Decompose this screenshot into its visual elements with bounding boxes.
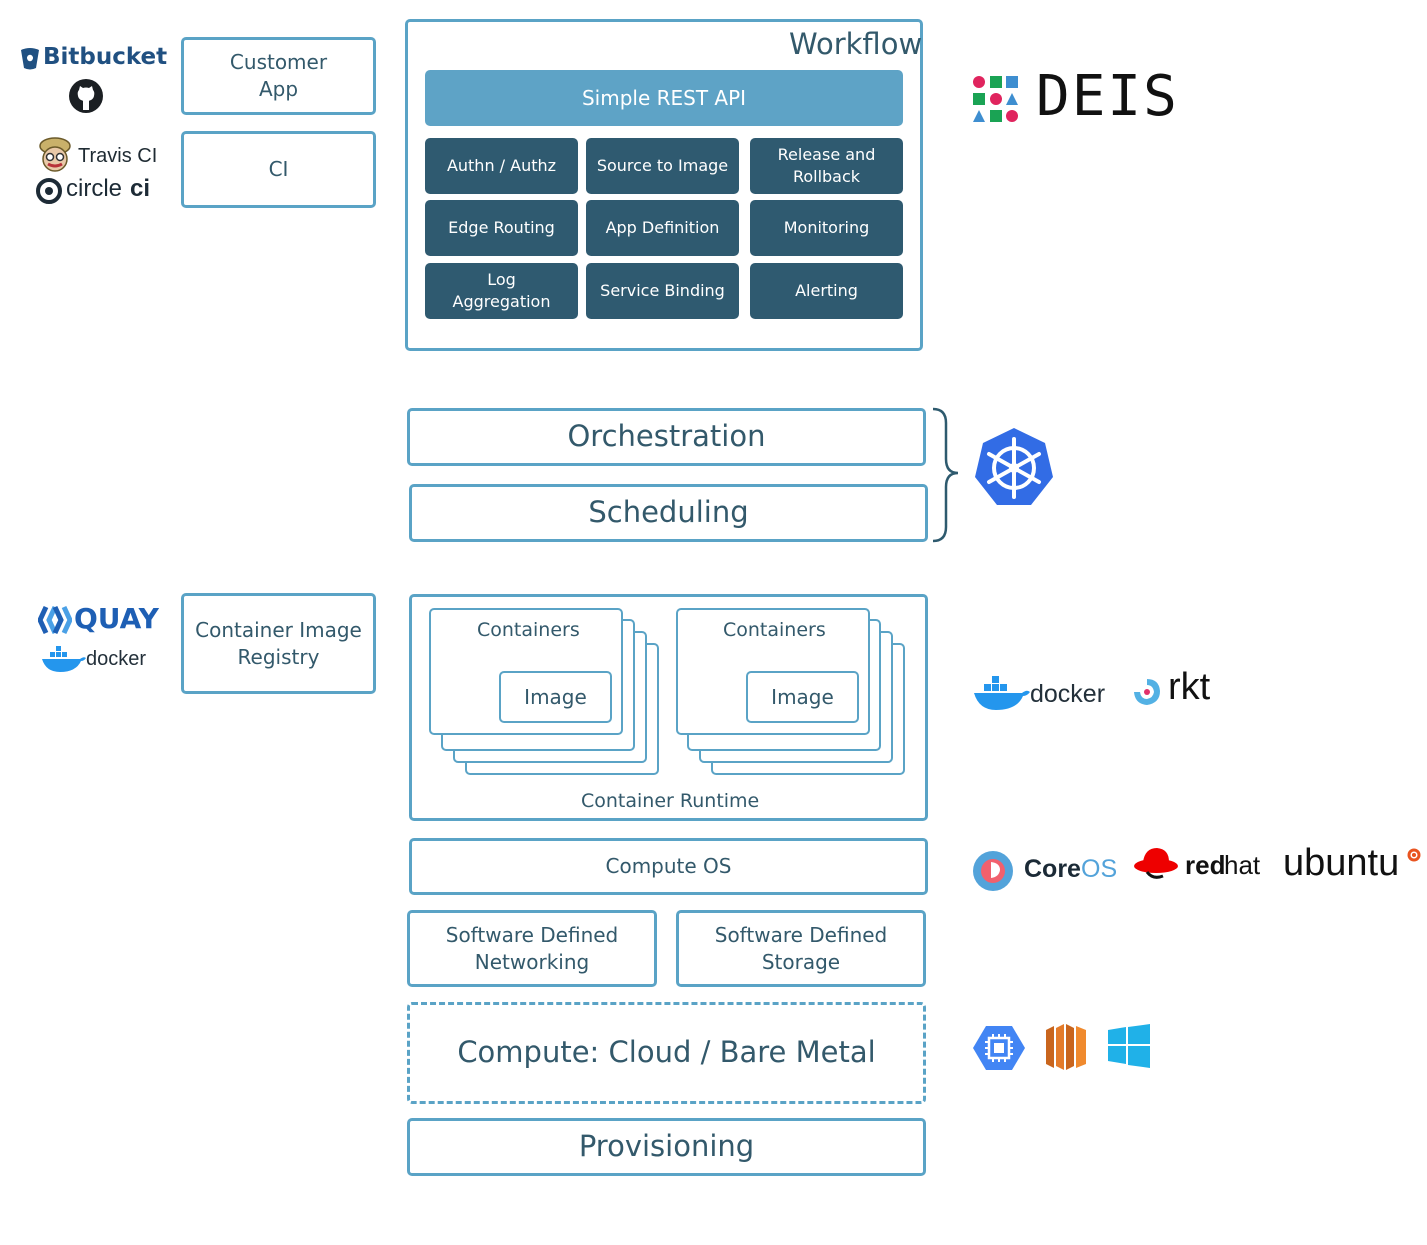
workflow-item-alerting[interactable]: Alerting: [750, 263, 903, 319]
api-label: Simple REST API: [581, 86, 747, 110]
compute-label: Compute: Cloud / Bare Metal: [457, 1035, 876, 1070]
quay-icon: [38, 605, 72, 635]
customer-app-label: Customer App: [229, 50, 328, 101]
circleci-label-a: circle: [66, 175, 123, 202]
aws-ec2-icon: [1046, 1024, 1086, 1070]
workflow-item-log-aggregation[interactable]: Log Aggregation: [425, 263, 578, 319]
image-box-1[interactable]: Image: [499, 671, 612, 723]
docker-label-left: docker: [86, 648, 147, 670]
deis-label: DEIS: [1036, 64, 1179, 129]
workflow-item-app-definition[interactable]: App Definition: [586, 200, 739, 256]
orchestration-label: Orchestration: [567, 419, 766, 454]
redhat-icon: [1134, 848, 1178, 879]
workflow-title: Workflow: [789, 27, 923, 61]
rkt-logo: rkt: [1132, 666, 1232, 712]
docker-logo-left: docker: [40, 644, 156, 676]
quay-label: QUAY: [74, 602, 159, 635]
redhat-logo: red hat: [1133, 844, 1273, 884]
software-defined-networking-box[interactable]: Software Defined Networking: [407, 910, 657, 987]
networking-label: Software Defined Networking: [445, 922, 619, 974]
customer-app-box[interactable]: Customer App: [181, 37, 376, 115]
compute-os-box[interactable]: Compute OS: [409, 838, 928, 895]
rkt-label: rkt: [1168, 666, 1211, 708]
circleci-label-b: ci: [130, 175, 151, 202]
docker-logo-right: docker: [972, 674, 1117, 714]
container-runtime-label: Container Runtime: [581, 790, 760, 812]
workflow-item-source-to-image[interactable]: Source to Image: [586, 138, 739, 194]
scheduling-box[interactable]: Scheduling: [409, 484, 928, 542]
software-defined-storage-box[interactable]: Software Defined Storage: [676, 910, 926, 987]
workflow-item-authn[interactable]: Authn / Authz: [425, 138, 578, 194]
containers-label-2: Containers: [723, 619, 826, 641]
kubernetes-icon: [975, 428, 1053, 505]
ubuntu-logo: ubuntu: [1283, 842, 1423, 888]
circleci-logo: circle ci: [36, 175, 161, 206]
docker-label-right: docker: [1030, 680, 1106, 708]
image-label-2: Image: [771, 684, 834, 709]
bitbucket-logo: Bitbucket: [20, 44, 167, 74]
bitbucket-label: Bitbucket: [43, 44, 168, 70]
ci-box[interactable]: CI: [181, 131, 376, 208]
docker-whale-icon-right: [974, 676, 1030, 710]
quay-logo: QUAY: [38, 602, 159, 638]
coreos-label-a: Core: [1024, 855, 1081, 883]
compute-os-label: Compute OS: [605, 854, 732, 878]
registry-label: Container Image Registry: [195, 617, 362, 669]
workflow-item-service-binding[interactable]: Service Binding: [586, 263, 739, 319]
container-image-registry-box[interactable]: Container Image Registry: [181, 593, 376, 694]
orchestration-box[interactable]: Orchestration: [407, 408, 926, 466]
bitbucket-icon: [21, 48, 39, 70]
github-icon: [69, 79, 103, 113]
provisioning-box[interactable]: Provisioning: [407, 1118, 926, 1176]
google-compute-engine-icon: [973, 1026, 1025, 1070]
scheduling-label: Scheduling: [588, 495, 749, 530]
containers-label-1: Containers: [477, 619, 580, 641]
docker-whale-icon: [42, 646, 86, 672]
image-box-2[interactable]: Image: [746, 671, 859, 723]
travis-label: Travis CI: [78, 145, 158, 167]
ubuntu-label: ubuntu: [1283, 842, 1400, 884]
travis-ci-logo: Travis CI: [36, 136, 161, 174]
redhat-label-b: hat: [1224, 850, 1261, 880]
image-label-1: Image: [524, 684, 587, 709]
storage-label: Software Defined Storage: [714, 922, 888, 974]
circleci-icon: [36, 178, 62, 204]
rkt-icon: [1134, 679, 1160, 705]
coreos-label-b: OS: [1081, 855, 1118, 883]
curly-brace: [932, 407, 959, 543]
deis-logo: DEIS: [972, 64, 1177, 129]
workflow-item-monitoring[interactable]: Monitoring: [750, 200, 903, 256]
ubuntu-circle-icon: [1407, 848, 1421, 862]
ci-label: CI: [268, 157, 289, 181]
workflow-item-release-rollback[interactable]: Release and Rollback: [750, 138, 903, 194]
simple-rest-api-bar[interactable]: Simple REST API: [425, 70, 903, 126]
provisioning-label: Provisioning: [578, 1129, 755, 1164]
coreos-icon: [973, 851, 1013, 891]
deis-shapes-icon: [973, 76, 1018, 122]
workflow-item-edge-routing[interactable]: Edge Routing: [425, 200, 578, 256]
windows-icon: [1108, 1024, 1150, 1068]
coreos-logo: Core OS: [972, 850, 1122, 892]
travis-mascot-icon: [39, 137, 71, 172]
redhat-label-a: red: [1185, 850, 1226, 880]
compute-cloud-bare-metal-box[interactable]: Compute: Cloud / Bare Metal: [407, 1002, 926, 1104]
